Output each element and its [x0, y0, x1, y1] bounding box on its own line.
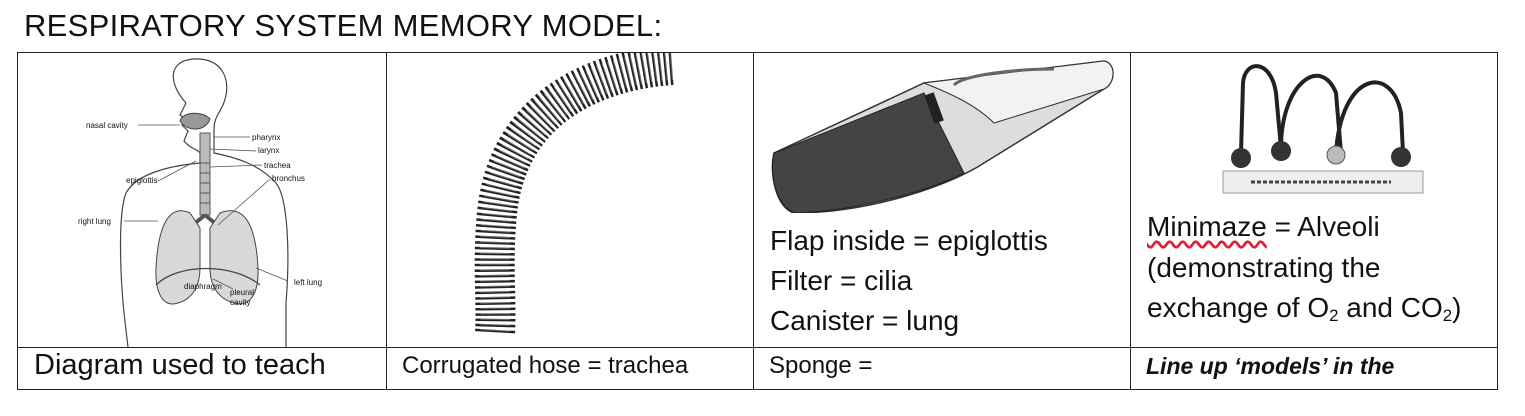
vacuum-caption-line-1: Flap inside = epiglottis [770, 225, 1048, 256]
cell-hose [387, 53, 753, 347]
label-pharynx: pharynx [252, 133, 280, 142]
diagram-bottom-text: Diagram used to teach [34, 349, 326, 381]
minimaze-caption-line-3: exchange of O2 and CO2) [1147, 288, 1461, 336]
hand-vacuum-image [771, 60, 1114, 214]
label-trachea: trachea [264, 161, 291, 170]
respiratory-diagram-image: nasal cavity pharynx larynx trachea bron… [78, 58, 322, 347]
minimaze-caption-line-1: Minimaze = Alveoli [1147, 207, 1380, 247]
hose-bottom-text: Corrugated hose = trachea [402, 352, 689, 379]
cell-vacuum: Flap inside = epiglottis Filter = cilia … [754, 53, 1130, 347]
minimaze-equals-alveoli: = Alveoli [1266, 211, 1380, 242]
label-cavity: cavity [230, 298, 250, 307]
label-epiglottis: epiglottis [126, 176, 158, 185]
label-bronchus: bronchus [272, 174, 305, 183]
label-left-lung: left lung [294, 278, 322, 287]
label-diaphragm: diaphragm [184, 282, 222, 291]
column-divider [1130, 53, 1131, 389]
o2-subscript: 2 [1329, 306, 1339, 325]
cell-minimaze: Minimaze = Alveoli (demonstrating the ex… [1131, 53, 1497, 347]
label-pleural: pleural [230, 288, 254, 297]
minimaze-image [1222, 64, 1424, 194]
page-title: RESPIRATORY SYSTEM MEMORY MODEL: [24, 8, 663, 43]
exchange-text: exchange of O [1147, 292, 1330, 323]
label-larynx: larynx [258, 146, 279, 155]
corrugated-hose-image [474, 53, 674, 335]
row-divider [18, 347, 1497, 348]
and-co-text: and CO [1338, 292, 1443, 323]
column-divider [386, 53, 387, 389]
cell-diagram: nasal cavity pharynx larynx trachea bron… [18, 53, 386, 347]
label-right-lung: right lung [78, 217, 111, 226]
minimaze-caption-line-2: (demonstrating the [1147, 252, 1381, 283]
co2-subscript: 2 [1442, 306, 1453, 325]
sponge-bottom-text: Sponge = [769, 352, 873, 379]
memory-model-table: nasal cavity pharynx larynx trachea bron… [17, 52, 1498, 390]
minimaze-word: Minimaze [1147, 211, 1267, 242]
label-nasal-cavity: nasal cavity [86, 121, 128, 130]
column-divider [753, 53, 754, 389]
closing-paren: ) [1452, 292, 1462, 323]
vacuum-caption-line-2: Filter = cilia [770, 265, 913, 296]
vacuum-caption-line-3: Canister = lung [770, 305, 960, 336]
line-up-models-text: Line up ‘models’ in the [1146, 353, 1395, 379]
